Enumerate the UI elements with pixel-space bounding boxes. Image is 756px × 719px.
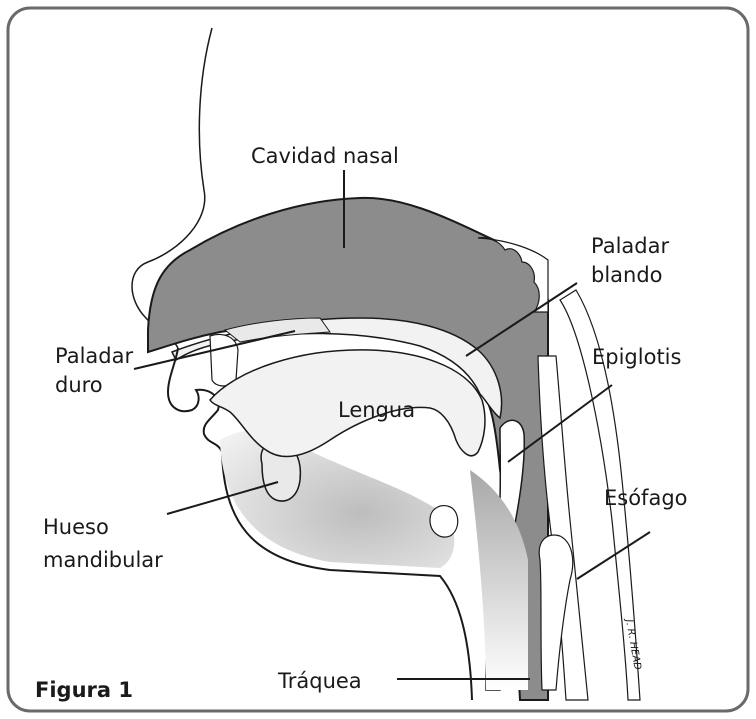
- hyoid-bone: [430, 506, 458, 537]
- label-trachea: Tráquea: [277, 669, 362, 693]
- label-soft-palate-line2: blando: [591, 263, 663, 287]
- label-hard-palate-line2: duro: [55, 373, 103, 397]
- label-soft-palate-line1: Paladar: [591, 234, 669, 258]
- label-nasal-cavity: Cavidad nasal: [251, 144, 399, 168]
- figure-caption: Figura 1: [35, 678, 133, 702]
- upper-teeth: [210, 335, 238, 386]
- label-mandible-line1: Hueso: [43, 515, 109, 539]
- label-epiglottis: Epiglotis: [592, 345, 681, 369]
- label-hard-palate-line1: Paladar: [55, 344, 133, 368]
- label-mandible-line2: mandibular: [43, 548, 163, 572]
- label-esophagus: Esófago: [604, 486, 688, 510]
- label-tongue: Lengua: [338, 398, 415, 422]
